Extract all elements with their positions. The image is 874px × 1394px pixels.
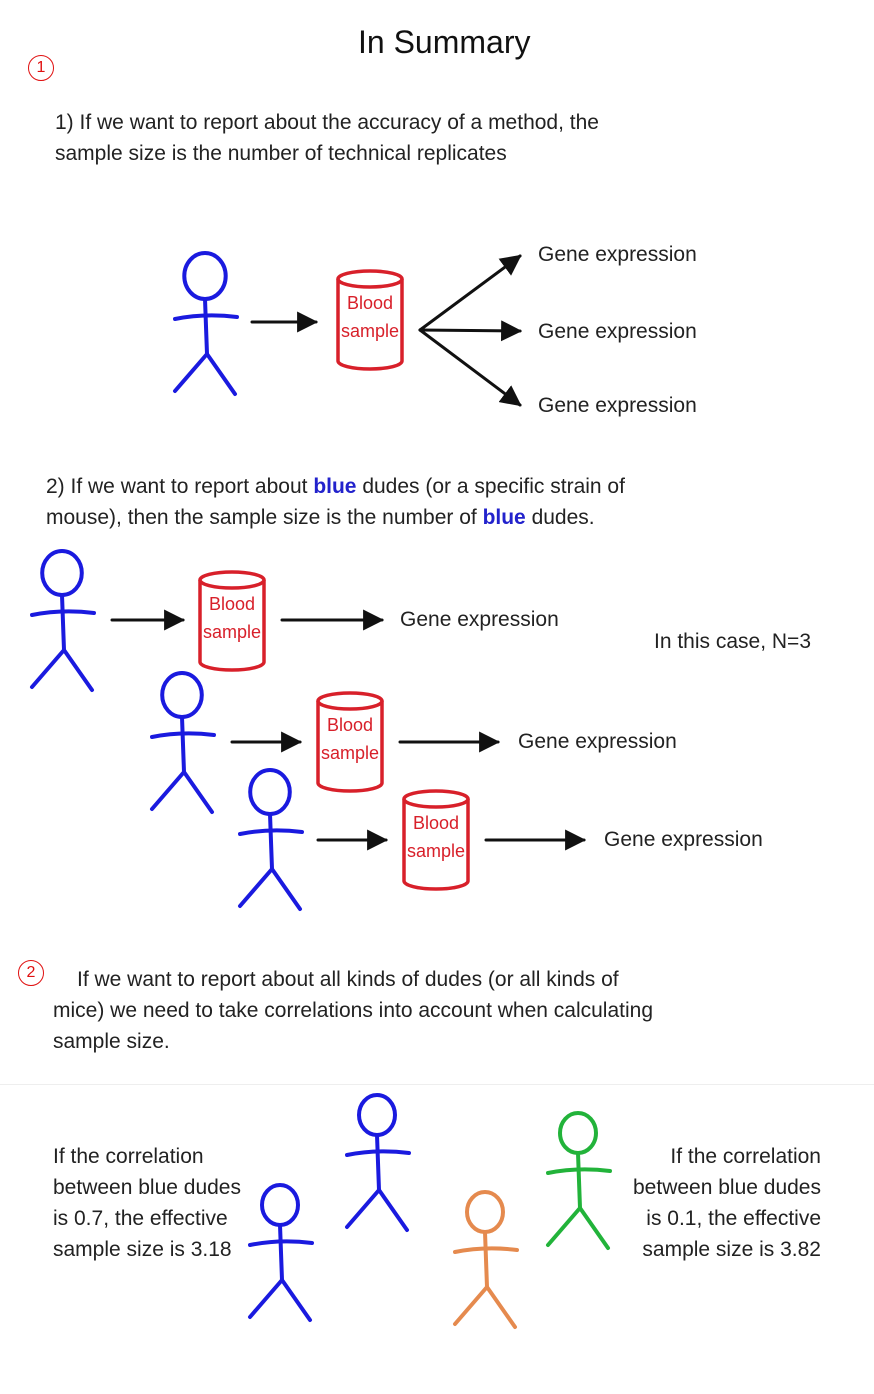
section1-text-line2: sample size is the number of technical r… — [55, 142, 507, 165]
blood-sample-label-line1: Blood — [327, 715, 373, 735]
stick-figure-legs — [248, 1278, 312, 1322]
section1-text-line1: 1) If we want to report about the accura… — [55, 111, 599, 134]
stick-figure — [453, 1190, 519, 1329]
stick-figure-body — [483, 1230, 489, 1289]
stick-figure-legs — [238, 867, 302, 911]
stick-figure-arms — [30, 609, 96, 617]
gene-expression-label: Gene expression — [538, 394, 697, 417]
arrow — [418, 320, 523, 342]
stick-figure-head — [160, 671, 204, 719]
page-title: In Summary — [358, 24, 531, 60]
left-note-line3: is 0.7, the effective — [53, 1207, 228, 1230]
arrow — [418, 254, 522, 332]
stick-figure — [30, 549, 96, 692]
section2-text-line2: mouse), then the sample size is the numb… — [46, 502, 595, 533]
stick-figure-arms — [173, 313, 239, 321]
stick-figure-arms — [248, 1239, 314, 1247]
right-note-line4: sample size is 3.82 — [642, 1238, 821, 1261]
blood-sample-label-line1: Blood — [413, 813, 459, 833]
gene-expression-label: Gene expression — [400, 608, 559, 631]
stick-figure — [546, 1111, 612, 1250]
left-note-line1: If the correlation — [53, 1145, 204, 1168]
right-note-line2: between blue dudes — [633, 1176, 821, 1199]
stick-figure-head — [40, 549, 84, 597]
stick-figure-arms — [546, 1167, 612, 1175]
stick-figure — [248, 1183, 314, 1322]
blood-sample-label-line2: sample — [321, 743, 379, 763]
cylinders-layer: BloodsampleBloodsampleBloodsampleBloodsa… — [198, 269, 470, 891]
stick-figure-head — [182, 251, 228, 301]
stick-figure-arms — [150, 731, 216, 739]
gene-expression-label: Gene expression — [518, 730, 677, 753]
stick-figure-body — [180, 715, 186, 774]
blood-sample-cylinder: Blood sample — [402, 789, 470, 891]
stick-figure-head — [248, 768, 292, 816]
stick-figure — [238, 768, 304, 911]
stick-figure-head — [260, 1183, 300, 1227]
right-note-line1: If the correlation — [670, 1145, 821, 1168]
stick-figure-legs — [30, 648, 94, 692]
stick-figure-arms — [238, 828, 304, 836]
arrow — [418, 328, 522, 407]
section2-line1-post: dudes (or a specific strain of — [356, 475, 625, 498]
stick-figure-legs — [546, 1206, 610, 1250]
blood-sample-label-line2: sample — [407, 841, 465, 861]
stick-figure-head — [357, 1093, 397, 1137]
left-note-line4: sample size is 3.18 — [53, 1238, 232, 1261]
blood-sample-label-line1: Blood — [209, 594, 255, 614]
gene-expression-label: Gene expression — [538, 243, 697, 266]
stick-figure-arms — [453, 1246, 519, 1254]
section2-line2-pre: mouse), then the sample size is the numb… — [46, 506, 483, 529]
stick-figure-legs — [345, 1188, 409, 1232]
section-marker-1: 1 — [28, 55, 54, 81]
blood-sample-cylinder: Blood sample — [198, 570, 266, 672]
stick-figure-head — [465, 1190, 505, 1234]
blood-sample-cylinder: Blood sample — [336, 269, 404, 371]
stick-figure-body — [278, 1223, 284, 1282]
section3-text-line3: sample size. — [53, 1030, 170, 1053]
blood-sample-label-line2: sample — [203, 622, 261, 642]
stick-figure-arms — [345, 1149, 411, 1157]
blood-sample-cylinder: Blood sample — [316, 691, 384, 793]
gene-expression-label: Gene expression — [604, 828, 763, 851]
blood-sample-label-line2: sample — [341, 321, 399, 341]
section2-blue-word-2: blue — [482, 506, 526, 529]
section3-text-line2: mice) we need to take correlations into … — [53, 999, 653, 1022]
stick-figure-body — [576, 1151, 582, 1210]
right-note-line3: is 0.1, the effective — [646, 1207, 821, 1230]
stick-figure-legs — [150, 770, 214, 814]
gene-expression-label: Gene expression — [538, 320, 697, 343]
section3-text-line1: If we want to report about all kinds of … — [77, 968, 619, 991]
stick-figure-legs — [453, 1285, 517, 1329]
stick-figure — [345, 1093, 411, 1232]
stick-figure-body — [268, 812, 274, 871]
section-marker-2: 2 — [18, 960, 44, 986]
stick-figure-legs — [173, 352, 237, 396]
stick-figure — [150, 671, 216, 814]
section2-line2-post: dudes. — [525, 506, 595, 529]
stick-figure — [173, 251, 239, 396]
n-equals-note: In this case, N=3 — [654, 630, 811, 653]
stick-figure-body — [203, 297, 209, 356]
stick-figure-body — [375, 1133, 381, 1192]
section2-line1-pre: 2) If we want to report about — [46, 475, 314, 498]
section2-text-line1: 2) If we want to report about blue dudes… — [46, 471, 625, 502]
blood-sample-label-line1: Blood — [347, 293, 393, 313]
stick-figure-head — [558, 1111, 598, 1155]
arrows-layer — [110, 254, 587, 851]
stick-figure-body — [60, 593, 66, 652]
dudes-layer — [30, 251, 612, 1329]
left-note-line2: between blue dudes — [53, 1176, 241, 1199]
section2-blue-word-1: blue — [313, 475, 357, 498]
divider-line — [0, 1084, 874, 1085]
